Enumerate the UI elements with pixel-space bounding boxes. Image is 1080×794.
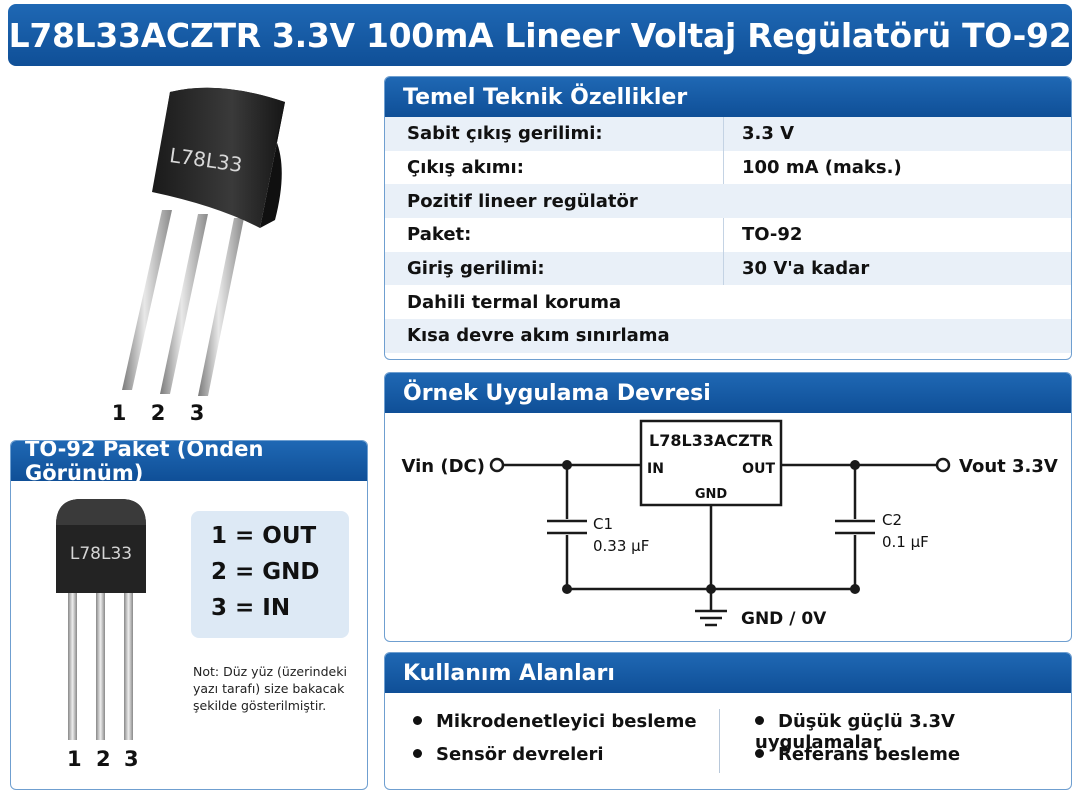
- list-item: Sensör devreleri: [413, 744, 604, 765]
- spec-key: Kısa devre akım sınırlama: [385, 319, 1071, 353]
- pinout-2: 2 = GND: [211, 559, 320, 585]
- bullet-icon: [755, 715, 764, 725]
- table-row: Sabit çıkış gerilimi:3.3 V: [385, 117, 1071, 151]
- package-pin-2: 2: [96, 747, 111, 771]
- usage-text: Mikrodenetleyici besleme: [436, 711, 697, 732]
- table-row: Giriş gerilimi:30 V'a kadar: [385, 251, 1071, 286]
- list-item: Düşük güçlü 3.3V uygulamalar: [755, 711, 1071, 753]
- vout-label: Vout 3.3V: [959, 456, 1058, 477]
- spec-key: Paket:: [385, 218, 724, 252]
- spec-value: 100 mA (maks.): [723, 150, 1071, 185]
- spec-key: Pozitif lineer regülatör: [385, 184, 1071, 219]
- ic-out-label: OUT: [742, 461, 775, 477]
- pinout-3: 3 = IN: [211, 595, 291, 621]
- specs-table: Sabit çıkış gerilimi:3.3 V Çıkış akımı:1…: [385, 117, 1071, 353]
- c1-name: C1: [593, 515, 613, 533]
- regulator-photo: L78L33 1 2 3: [112, 87, 285, 425]
- pinout-box: 1 = OUT 2 = GND 3 = IN: [191, 511, 349, 638]
- specs-title: Temel Teknik Özellikler: [385, 77, 1071, 117]
- spec-key: Dahili termal koruma: [385, 285, 1071, 320]
- ic-name: L78L33ACZTR: [649, 431, 773, 450]
- photo-pin-3: 3: [190, 401, 205, 425]
- vin-label: Vin (DC): [402, 456, 485, 477]
- usage-text: Sensör devreleri: [436, 744, 604, 765]
- list-item: Referans besleme: [755, 744, 960, 765]
- usage-panel: Kullanım Alanları Mikrodenetleyici besle…: [384, 652, 1072, 790]
- spec-value: 30 V'a kadar: [723, 251, 1071, 286]
- list-item: Mikrodenetleyici besleme: [413, 711, 697, 732]
- usage-text: Referans besleme: [778, 744, 961, 765]
- spec-value: 3.3 V: [723, 117, 1071, 151]
- to92-front-view: L78L33: [56, 499, 146, 740]
- c2-value: 0.1 µF: [882, 533, 929, 551]
- package-panel: TO-92 Paket (Önden Görünüm) L78L33 1 2 3…: [10, 440, 368, 790]
- table-row: Dahili termal koruma: [385, 285, 1071, 320]
- package-pin-3: 3: [124, 747, 139, 771]
- specs-panel: Temel Teknik Özellikler Sabit çıkış geri…: [384, 76, 1072, 360]
- ic-gnd-label: GND: [695, 487, 728, 502]
- pinout-1: 1 = OUT: [211, 523, 317, 549]
- table-row: Paket:TO-92: [385, 218, 1071, 252]
- ic-in-label: IN: [647, 461, 664, 477]
- table-row: Pozitif lineer regülatör: [385, 184, 1071, 219]
- c1-value: 0.33 µF: [593, 537, 649, 555]
- package-title: TO-92 Paket (Önden Görünüm): [11, 441, 367, 485]
- spec-key: Çıkış akımı:: [385, 150, 724, 185]
- gnd-label: GND / 0V: [741, 609, 827, 629]
- circuit-panel: Örnek Uygulama Devresi: [384, 372, 1072, 642]
- c2-name: C2: [882, 511, 902, 529]
- photo-pin-2: 2: [151, 401, 166, 425]
- table-row: Çıkış akımı:100 mA (maks.): [385, 150, 1071, 185]
- usage-title: Kullanım Alanları: [385, 653, 1071, 693]
- usage-divider: [719, 709, 720, 773]
- spec-value: TO-92: [723, 218, 1071, 252]
- usage-text: Düşük güçlü 3.3V uygulamalar: [755, 711, 955, 753]
- page-title: L78L33ACZTR 3.3V 100mA Lineer Voltaj Reg…: [8, 4, 1072, 66]
- table-row: Kısa devre akım sınırlama: [385, 319, 1071, 353]
- package-pin-1: 1: [67, 747, 82, 771]
- bullet-icon: [413, 715, 422, 725]
- package-marking: L78L33: [70, 544, 132, 564]
- spec-key: Giriş gerilimi:: [385, 251, 724, 286]
- spec-key: Sabit çıkış gerilimi:: [385, 117, 724, 151]
- circuit-title: Örnek Uygulama Devresi: [385, 373, 1071, 413]
- photo-pin-1: 1: [112, 401, 127, 425]
- orientation-note: Not: Düz yüz (üzerindeki yazı tarafı) si…: [193, 664, 347, 713]
- bullet-icon: [413, 748, 422, 758]
- bullet-icon: [755, 748, 764, 758]
- schematic: L78L33ACZTR IN OUT GND Vin (DC) Vout 3.3…: [402, 419, 1058, 629]
